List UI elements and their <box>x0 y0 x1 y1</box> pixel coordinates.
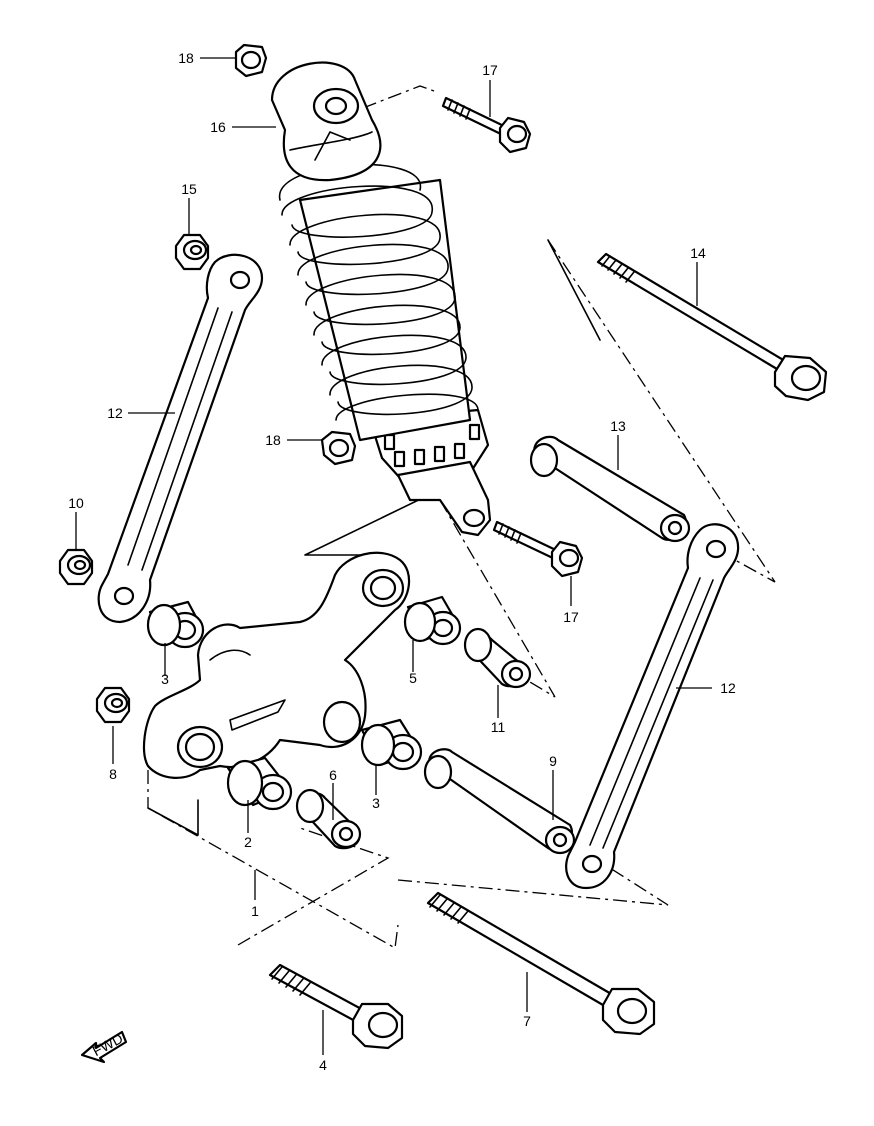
callout-14: 14 <box>690 245 706 261</box>
callout-15: 15 <box>181 181 197 197</box>
callout-6: 4 <box>319 1057 327 1073</box>
callout-17-top: 17 <box>482 62 498 78</box>
nut-10 <box>58 548 94 586</box>
bolt-9 <box>426 891 656 1036</box>
callout-5: 6 <box>329 767 337 783</box>
callout-17-mid: 17 <box>563 609 579 625</box>
fwd-arrow-icon: FWD <box>80 1030 128 1064</box>
nut-18-mid <box>320 430 357 466</box>
fwd-label: FWD <box>90 1030 126 1059</box>
callout-12-left: 12 <box>107 405 123 421</box>
bushing-2 <box>226 756 293 811</box>
callout-3-left: 3 <box>161 671 169 687</box>
pipe-13 <box>529 435 691 543</box>
shock-top-mount <box>270 61 382 182</box>
callout-10: 10 <box>68 495 84 511</box>
callout-18-top: 18 <box>178 50 194 66</box>
callout-2: 2 <box>244 834 252 850</box>
callout-3-right: 3 <box>372 795 380 811</box>
bolt-14 <box>596 252 828 402</box>
collar-11 <box>463 627 532 689</box>
bushing-3-left <box>146 600 205 649</box>
bolt-17-top <box>441 96 532 154</box>
callout-4: 5 <box>409 670 417 686</box>
callout-1: 1 <box>251 903 259 919</box>
bushing-4 <box>403 595 462 646</box>
shock-spring <box>279 163 479 442</box>
cushion-rod-right <box>565 523 740 890</box>
callout-13: 13 <box>610 418 626 434</box>
callout-labels: 18 16 17 15 14 12 18 13 10 17 3 5 12 11 … <box>68 50 736 1073</box>
pipe-8 <box>423 748 576 855</box>
cushion-rod-left <box>97 253 264 624</box>
bolt-17-mid <box>492 520 584 578</box>
callout-9: 7 <box>523 1013 531 1029</box>
callout-16: 16 <box>210 119 226 135</box>
nut-7 <box>95 686 131 724</box>
bolt-6 <box>268 963 404 1050</box>
assembly-guide-lines <box>147 85 776 950</box>
rear-shock-absorber <box>270 61 492 537</box>
callout-18-mid: 18 <box>265 432 281 448</box>
collar-5 <box>295 788 362 850</box>
nut-18-top <box>234 43 268 78</box>
nut-15 <box>174 233 210 271</box>
cushion-lever <box>142 551 411 779</box>
callout-11: 11 <box>491 719 506 735</box>
leader-lines <box>75 57 712 1055</box>
bushing-3-right <box>360 718 423 771</box>
callout-8: 9 <box>549 753 557 769</box>
callout-12-right: 12 <box>720 680 736 696</box>
callout-7: 8 <box>109 766 117 782</box>
